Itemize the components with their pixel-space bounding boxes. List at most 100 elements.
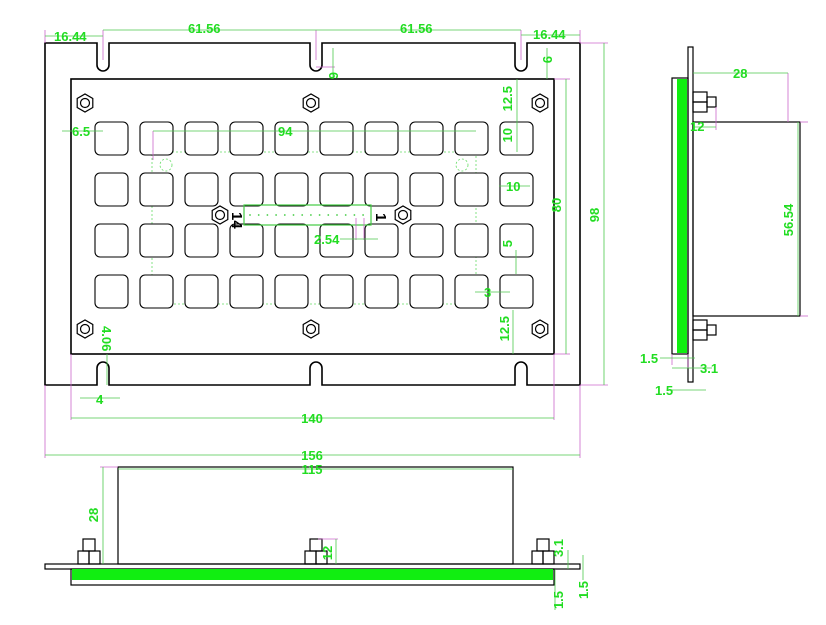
connector-pin	[275, 214, 277, 216]
side-pcb	[677, 79, 687, 353]
key	[319, 274, 354, 309]
key	[364, 274, 399, 309]
side-box	[692, 121, 801, 317]
key	[454, 274, 489, 309]
connector-pin	[257, 214, 260, 216]
bottom-dim-stud: 12	[320, 546, 335, 560]
key	[229, 121, 264, 156]
connector-pin	[336, 214, 338, 216]
side-dim-depth: 28	[733, 66, 747, 81]
dim-outer-width: 156	[301, 448, 323, 463]
side-dim-plate-b: 1.5	[655, 383, 673, 398]
key	[499, 274, 534, 309]
dim-key-gap-v: 5	[500, 240, 515, 247]
dim-slot-pitch-left: 61.56	[188, 21, 221, 36]
key	[139, 172, 174, 207]
connector-pin	[292, 214, 295, 216]
key	[409, 121, 444, 156]
bottom-dim-depth: 28	[86, 508, 101, 522]
dim-key-bottom-margin: 12.5	[497, 316, 512, 341]
pcb-hole	[159, 158, 173, 172]
key	[184, 223, 219, 258]
hex-nut-icon	[394, 205, 412, 225]
key	[499, 121, 534, 156]
connector-pin	[344, 214, 347, 216]
dim-key-width: 10	[506, 179, 520, 194]
side-plate	[687, 46, 694, 383]
key	[139, 274, 174, 309]
side-dim-stud: 12	[690, 119, 704, 134]
key	[94, 223, 129, 258]
side-dim-box-height: 56.54	[781, 203, 796, 236]
key	[229, 223, 264, 258]
connector-pin	[362, 214, 364, 216]
key	[274, 274, 309, 309]
connector-pin	[283, 214, 286, 216]
connector-pins	[249, 214, 364, 216]
bottom-box	[117, 466, 514, 565]
hex-nut-icon	[302, 93, 320, 113]
key	[139, 121, 174, 156]
dim-slot-edge-left: 16.44	[54, 29, 87, 44]
key	[229, 274, 264, 309]
pcb-hole	[455, 158, 469, 172]
side-dim-plate-total: 3.1	[700, 361, 718, 376]
bottom-dim-box-width: 115	[302, 462, 323, 477]
bottom-nut	[77, 538, 101, 565]
dim-inner-height: 80	[549, 198, 564, 212]
front-view: 1 14 16.44 61.56 61.56 16.44 6 9 12.5 10…	[44, 21, 608, 463]
key	[184, 172, 219, 207]
dim-slot-width: 4	[96, 392, 104, 407]
dim-outer-height: 98	[587, 208, 602, 222]
pin-label-last: 14	[228, 212, 245, 229]
side-panel	[671, 77, 689, 355]
nuts	[76, 93, 549, 339]
hex-nut-icon	[531, 93, 549, 113]
bottom-nut	[531, 538, 555, 565]
dim-key-top-margin: 12.5	[500, 86, 515, 111]
dim-slot-edge-right: 16.44	[533, 27, 566, 42]
dim-slot-pitch-right: 61.56	[400, 21, 433, 36]
key	[184, 121, 219, 156]
key	[454, 121, 489, 156]
inner-panel	[70, 78, 555, 355]
dim-slot-bottom: 4.06	[99, 326, 114, 351]
key	[499, 223, 534, 258]
dim-key-gap-h: 3	[484, 285, 491, 300]
key	[184, 274, 219, 309]
bottom-nut	[304, 538, 328, 565]
connector-pin	[266, 214, 269, 216]
dim-key-left-margin: 6.5	[72, 124, 90, 139]
key	[454, 223, 489, 258]
key	[229, 172, 264, 207]
key	[364, 172, 399, 207]
pin-label-first: 1	[372, 213, 389, 221]
key	[409, 223, 444, 258]
key	[364, 121, 399, 156]
connector-pin	[318, 214, 321, 216]
connector-pin	[353, 214, 356, 216]
bottom-dim-plate-b: 1.5	[576, 581, 591, 599]
key	[94, 172, 129, 207]
side-view: 28 12 56.54 1.5 3.1 1.5	[640, 46, 808, 398]
hex-nut-icon	[211, 205, 229, 225]
dim-inner-width: 140	[301, 411, 323, 426]
key-grid	[94, 121, 534, 309]
bottom-pcb	[72, 569, 553, 580]
hex-nut-icon	[302, 319, 320, 339]
key	[319, 172, 354, 207]
side-dim-plate-a: 1.5	[640, 351, 658, 366]
key	[94, 121, 129, 156]
key	[319, 121, 354, 156]
dim-slot-depth: 6	[326, 72, 341, 79]
key	[364, 223, 399, 258]
key	[409, 274, 444, 309]
connector-pin	[301, 214, 304, 216]
key	[274, 223, 309, 258]
key	[274, 121, 309, 156]
connector-pin	[249, 214, 251, 216]
dim-key-height: 10	[500, 128, 515, 142]
key	[454, 172, 489, 207]
connector	[243, 204, 372, 226]
